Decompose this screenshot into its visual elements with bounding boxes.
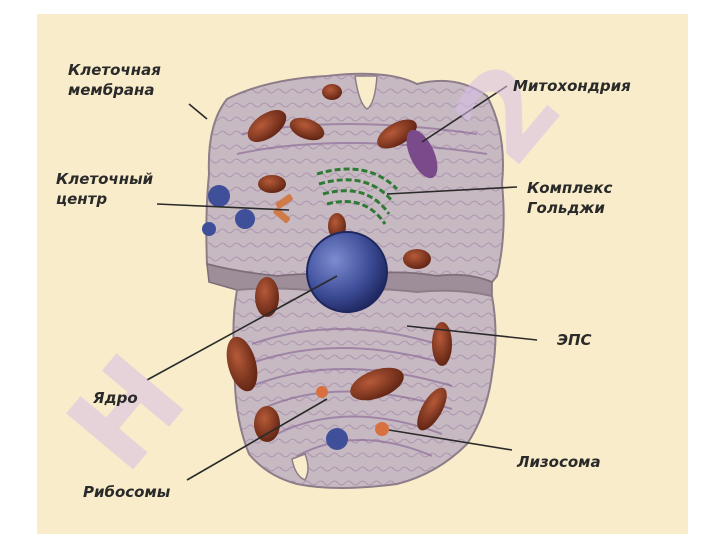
label-golgi: Комплекс Гольджи — [527, 178, 612, 218]
label-cell-membrane-line2: мембрана — [68, 81, 155, 99]
label-cell-membrane-line1: Клеточная — [68, 61, 161, 79]
er-sheets — [236, 123, 488, 457]
label-cell-center: Клеточный центр — [56, 169, 153, 209]
label-lysosome: Лизосома — [517, 453, 601, 471]
lysosomes — [316, 386, 389, 436]
leader-nucleus — [146, 275, 338, 381]
label-nucleus: Ядро — [93, 389, 138, 407]
cell-diagram — [146, 72, 538, 489]
label-golgi-line1: Комплекс — [527, 179, 613, 197]
golgi-complex — [316, 167, 399, 225]
label-cell-center-line2: центр — [56, 190, 108, 208]
leader-lines — [146, 85, 538, 481]
label-er: ЭПС — [557, 331, 592, 349]
vesicles — [202, 185, 348, 450]
centrioles — [273, 194, 293, 224]
leader-er — [406, 325, 538, 341]
mitochondria — [226, 84, 452, 442]
leader-golgi — [386, 186, 518, 195]
label-mitochondrion: Митохондрия — [513, 77, 631, 95]
label-golgi-line2: Гольджи — [527, 199, 605, 217]
leader-cell-membrane — [188, 103, 208, 120]
leader-cell-center — [156, 203, 290, 211]
leader-lysosome — [388, 429, 513, 451]
label-cell-membrane: Клеточная мембрана — [68, 60, 161, 100]
membrane-notch-top — [354, 75, 378, 110]
nucleus — [306, 231, 388, 313]
membrane-notch-bottom — [291, 453, 309, 481]
diagram-frame: H 2 Клеточная мембрана Митохондрия Клето… — [37, 14, 688, 534]
leader-mitochondrion — [421, 85, 508, 143]
label-ribosomes: Рибосомы — [83, 483, 171, 501]
leader-ribosomes — [186, 398, 328, 481]
label-cell-center-line1: Клеточный — [56, 170, 154, 188]
